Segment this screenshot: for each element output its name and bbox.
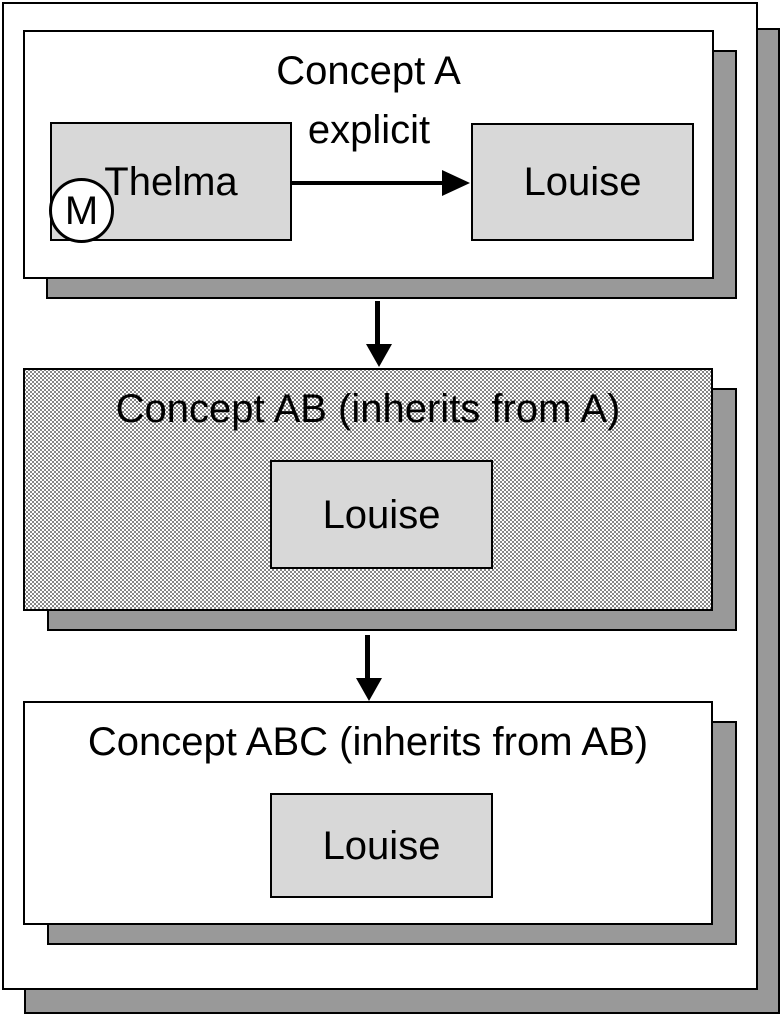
concept-abc-card: Concept ABC (inherits from AB) Louise — [23, 701, 713, 925]
concept-ab-title: Concept AB (inherits from A) — [115, 387, 621, 431]
thelma-node-label: Thelma — [104, 159, 238, 204]
concept-a-title: Concept A — [276, 49, 461, 93]
explicit-arrowhead-icon — [442, 170, 470, 196]
inherit-arrow-a-ab-line — [375, 301, 380, 346]
louise-node-abc: Louise — [270, 793, 493, 898]
inherit-arrow-a-ab-head-icon — [366, 344, 392, 367]
louise-node-a-label: Louise — [523, 160, 642, 204]
explicit-relation-label: explicit — [307, 108, 431, 152]
m-marker-label: M — [64, 188, 99, 233]
louise-node-abc-label: Louise — [322, 823, 441, 868]
inherit-arrow-ab-abc-line — [365, 635, 370, 679]
louise-node-ab-label: Louise — [322, 492, 441, 537]
explicit-arrow-line — [292, 181, 444, 185]
concept-a-card: Concept A Thelma M explicit Louise — [23, 30, 714, 279]
louise-node-a: Louise — [471, 123, 694, 241]
inherit-arrow-ab-abc-head-icon — [356, 678, 382, 701]
concept-abc-title: Concept ABC (inherits from AB) — [87, 720, 649, 764]
concept-ab-card: Concept AB (inherits from A) Louise — [23, 368, 713, 611]
m-marker-badge: M — [49, 178, 114, 243]
louise-node-ab: Louise — [270, 460, 493, 569]
